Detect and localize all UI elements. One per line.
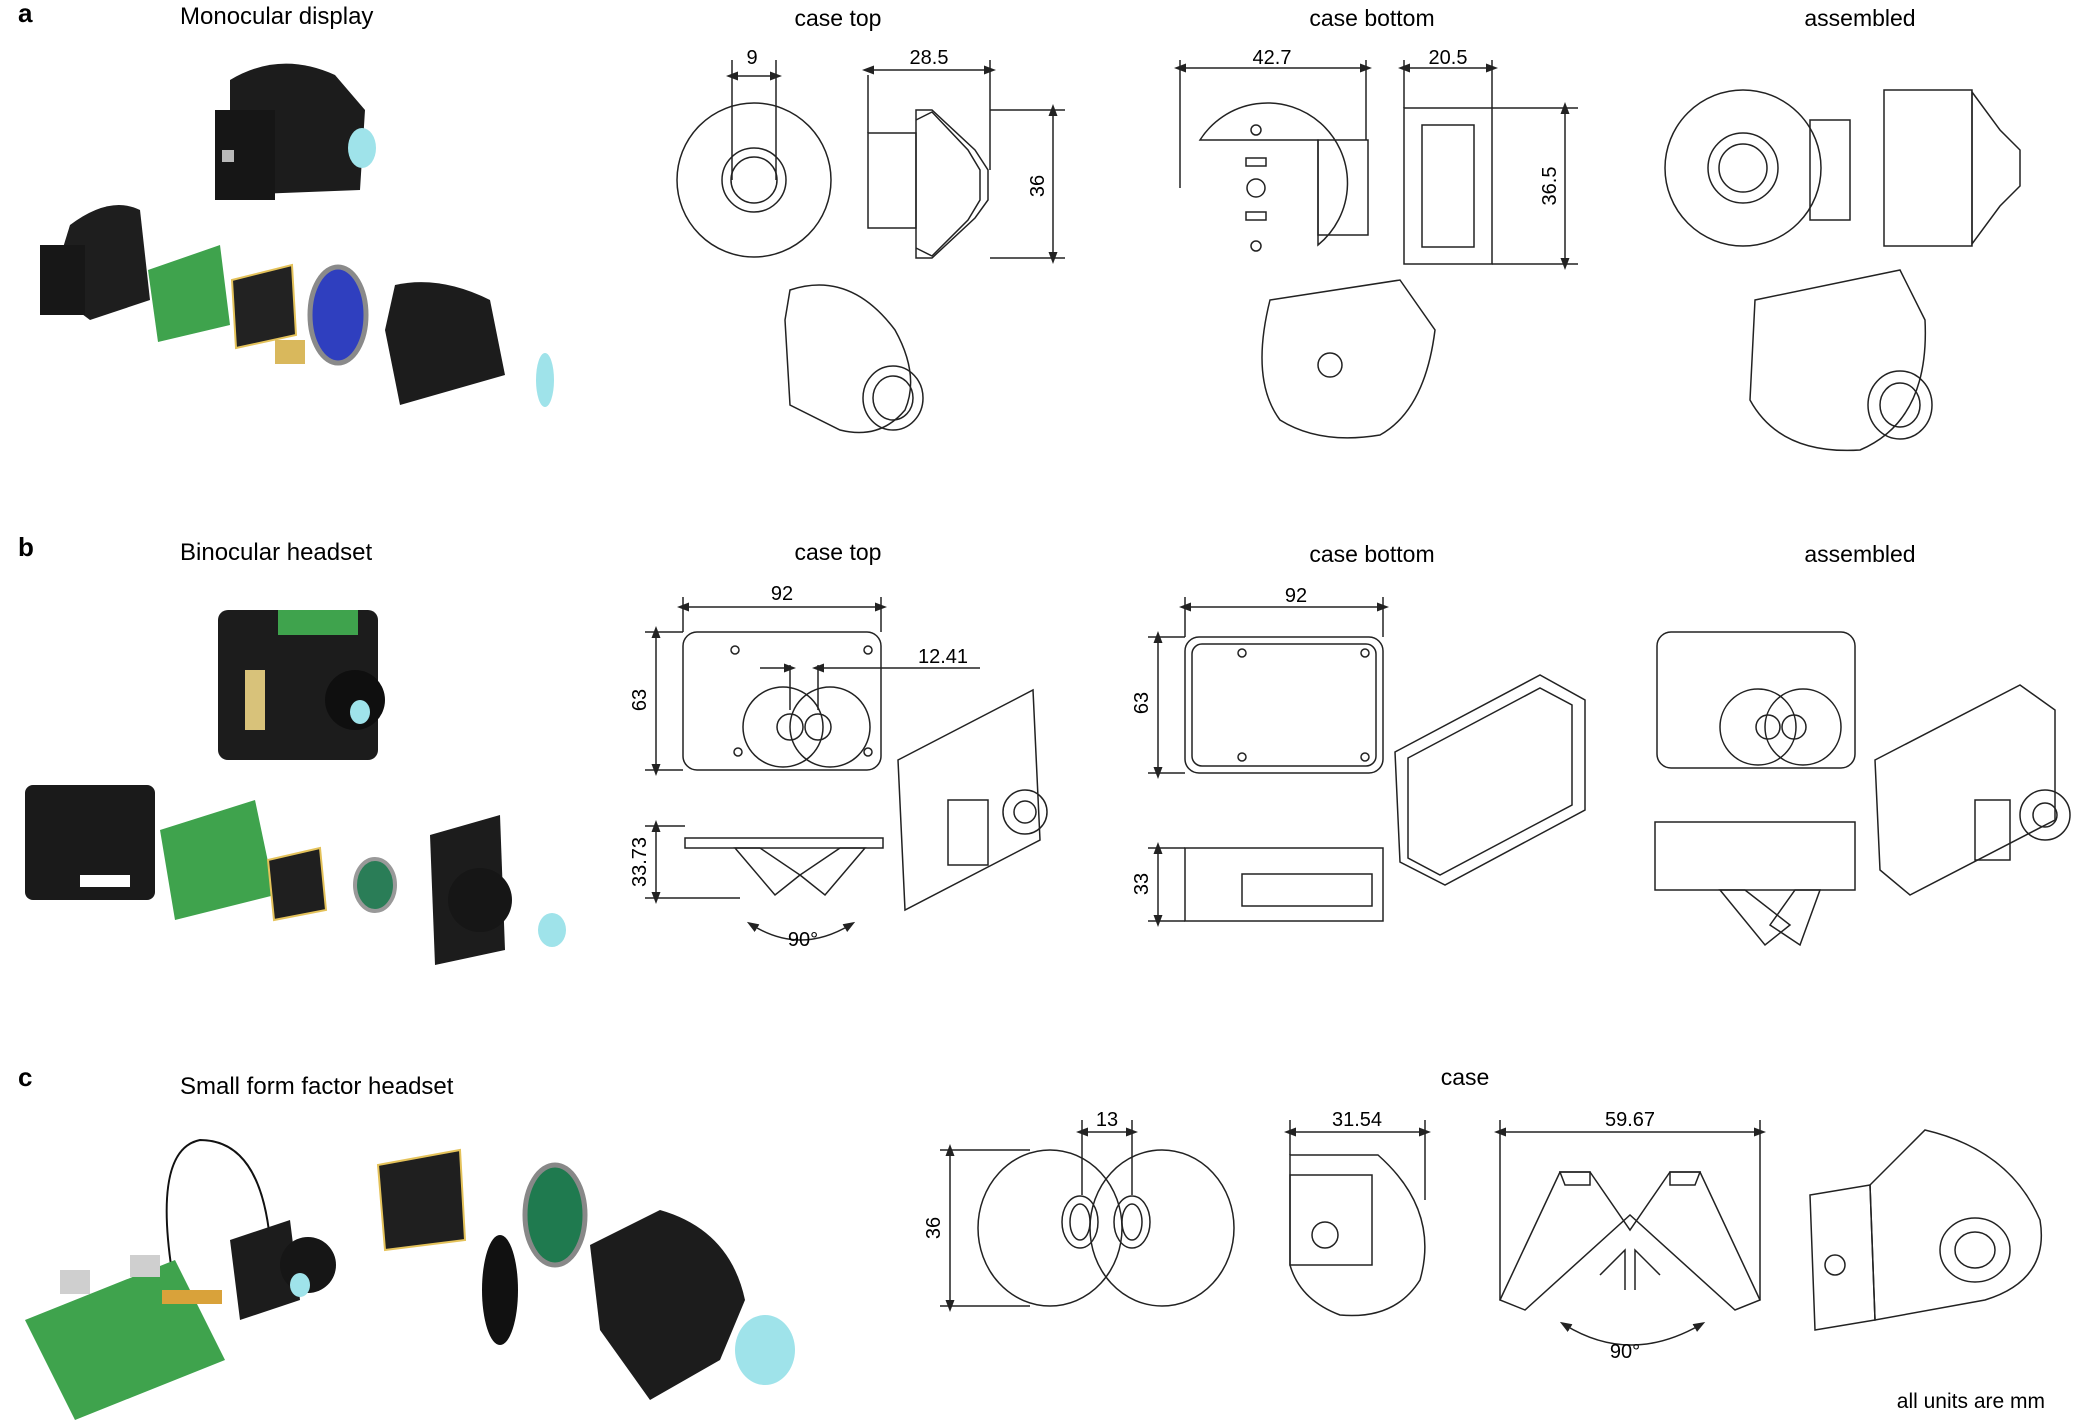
ribbon-cable (165, 1138, 271, 1291)
dim-c-height: 36 (923, 1217, 945, 1239)
exploded-display-back (482, 1235, 518, 1345)
dim-a-bottom-depth: 20.5 (1429, 47, 1468, 69)
dim-c-depth: 31.54 (1332, 1109, 1382, 1131)
binocular-lens-glow (350, 700, 370, 724)
dim-a-top-depth: 28.5 (910, 47, 949, 69)
panel-b-case-bottom-drawing (1148, 597, 1586, 927)
dim-b-side-height: 33.73 (629, 837, 651, 887)
panel-c-letter: c (18, 1062, 32, 1092)
panel-a-case-top-drawing (676, 60, 1065, 434)
dim-b-top-width: 92 (771, 583, 793, 605)
raspberry-pi-board (25, 1260, 225, 1420)
monocular-render (40, 63, 554, 407)
panel-a-assembled-drawing (1664, 89, 2021, 452)
panel-a-title: Monocular display (180, 3, 373, 30)
panel-b-case-top-drawing (645, 597, 1048, 941)
exploded-display (307, 264, 369, 366)
dim-b-bottom-width: 92 (1285, 585, 1307, 607)
panel-b: b Binocular headset case top (18, 532, 2071, 965)
dim-a-top-height: 36 (1027, 175, 1049, 197)
dim-c-angle: 90° (1610, 1341, 1640, 1363)
units-footnote: all units are mm (1897, 1390, 2045, 1413)
small-form-factor-render (25, 1138, 795, 1420)
dim-b-bottom-height: 63 (1131, 692, 1153, 714)
exploded-lens (536, 353, 554, 407)
exploded-pcb (148, 245, 230, 342)
panel-c-title: Small form factor headset (180, 1073, 454, 1100)
dim-a-bottom-width: 42.7 (1253, 47, 1292, 69)
binocular-render (25, 610, 566, 965)
panel-b-letter: b (18, 532, 34, 562)
exploded-display (353, 857, 397, 913)
mounted-case (230, 1220, 300, 1320)
panel-b-view-case-bottom: case bottom (1309, 541, 1434, 567)
panel-a-case-bottom-drawing (1174, 60, 1578, 439)
monocular-lens-glow (348, 128, 376, 168)
binocular-eyepiece (325, 670, 385, 730)
exploded-display (522, 1162, 588, 1268)
exploded-case-side (40, 245, 85, 315)
exploded-eyecup (448, 868, 512, 932)
dim-b-bottom-side: 33 (1131, 873, 1153, 895)
panel-b-title: Binocular headset (180, 539, 372, 566)
ethernet-port-icon (130, 1255, 160, 1277)
exploded-lens (735, 1315, 795, 1385)
usb-port-icon (60, 1270, 90, 1294)
exploded-enclosure (25, 785, 155, 900)
panel-a-letter: a (18, 0, 33, 28)
panel-b-assembled-drawing (1654, 631, 2071, 947)
dim-c-eye-gap: 13 (1096, 1109, 1118, 1131)
dim-b-angle: 90° (788, 929, 818, 951)
dim-a-top-width: 9 (746, 47, 757, 69)
exploded-raspberry-pi (160, 800, 275, 920)
panel-c-case-drawing (940, 1120, 2042, 1346)
exploded-case-top (385, 282, 505, 405)
dim-b-eye-offset: 12.41 (918, 646, 968, 668)
panel-a: a Monocular display case top (18, 0, 2021, 452)
binocular-top-pcb (278, 610, 358, 635)
binocular-side-connector (245, 670, 265, 730)
panel-a-view-case-bottom: case bottom (1309, 5, 1434, 31)
enclosure-slot (80, 875, 130, 887)
panel-c-view-case: case (1441, 1064, 1490, 1090)
exploded-case (590, 1210, 745, 1400)
dim-c-width: 59.67 (1605, 1109, 1655, 1131)
exploded-flex-cable (275, 340, 305, 364)
dim-a-bottom-height: 36.5 (1539, 167, 1561, 206)
mounted-lens (290, 1273, 310, 1297)
panel-b-view-assembled: assembled (1804, 541, 1915, 567)
panel-b-view-case-top: case top (795, 539, 882, 565)
panel-c: c Small form factor headset case (18, 1062, 2045, 1420)
dim-b-top-height: 63 (629, 689, 651, 711)
gpio-header (162, 1290, 222, 1304)
exploded-driver-board (230, 263, 298, 350)
panel-a-view-assembled: assembled (1804, 5, 1915, 31)
exploded-driver-board (376, 1148, 467, 1252)
usb-port-icon (222, 150, 234, 162)
panel-a-view-case-top: case top (795, 5, 882, 31)
exploded-lens (538, 913, 566, 947)
exploded-driver-board (266, 846, 328, 922)
